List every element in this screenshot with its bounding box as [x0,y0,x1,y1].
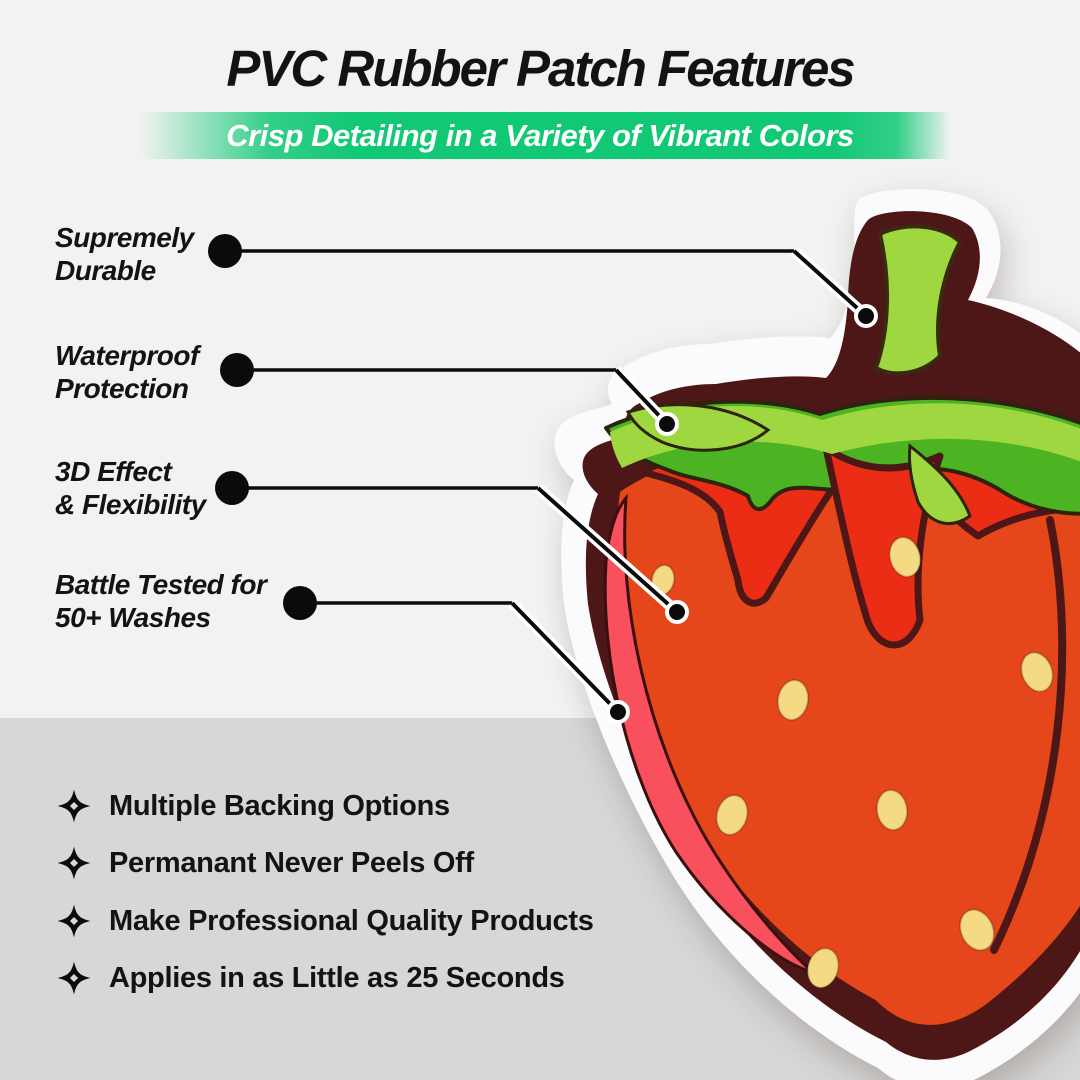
sparkle-icon [57,904,91,938]
feature-line: 3D Effect [55,456,172,487]
berry-flame [822,444,944,649]
feature-label-3d-effect-flexibility: 3D Effect & Flexibility [55,455,206,521]
feature-line: Protection [55,373,189,404]
seed [715,794,749,836]
feature-line: 50+ Washes [55,602,211,633]
feature-line: Supremely [55,222,194,253]
seed [1020,651,1054,693]
feature-label-supremely-durable: Supremely Durable [55,221,194,287]
benefit-item-backing-options: Multiple Backing Options [56,787,450,825]
stem [873,224,963,376]
benefit-item-applies-fast: Applies in as Little as 25 Seconds [56,959,565,997]
feature-line: & Flexibility [55,489,206,520]
callout-supremely-durable [208,234,878,328]
subtitle-banner: Crisp Detailing in a Variety of Vibrant … [0,112,1080,159]
seed [888,536,922,578]
callout-3d-effect [215,471,689,624]
seed [806,947,840,989]
feature-line: Battle Tested for [55,569,267,600]
subtitle-text: Crisp Detailing in a Variety of Vibrant … [226,117,854,153]
feature-line: Waterproof [55,340,199,371]
seeds [650,536,1054,989]
benefit-item-professional-quality: Make Professional Quality Products [56,902,594,940]
seed [959,908,995,952]
benefit-label: Permanant Never Peels Off [109,846,474,879]
feature-label-battle-tested: Battle Tested for 50+ Washes [55,568,267,634]
callout-battle-tested [283,586,630,724]
leaf-middle-descender [908,443,972,525]
feature-label-waterproof-protection: Waterproof Protection [55,339,199,405]
benefit-item-never-peels: Permanant Never Peels Off [56,844,474,882]
sparkle-icon [57,961,91,995]
seed [776,679,810,721]
callout-waterproof-protection [220,353,679,436]
berry-slice-line [990,516,1067,954]
page-title: PVC Rubber Patch Features [226,40,855,97]
benefit-label: Multiple Backing Options [109,789,450,822]
sparkle-icon [57,789,91,823]
berry-pink-highlight [603,493,814,974]
seed [875,789,909,831]
benefit-label: Make Professional Quality Products [109,904,594,937]
benefit-label: Applies in as Little as 25 Seconds [109,961,565,994]
sparkle-icon [57,846,91,880]
feature-line: Durable [55,255,156,286]
